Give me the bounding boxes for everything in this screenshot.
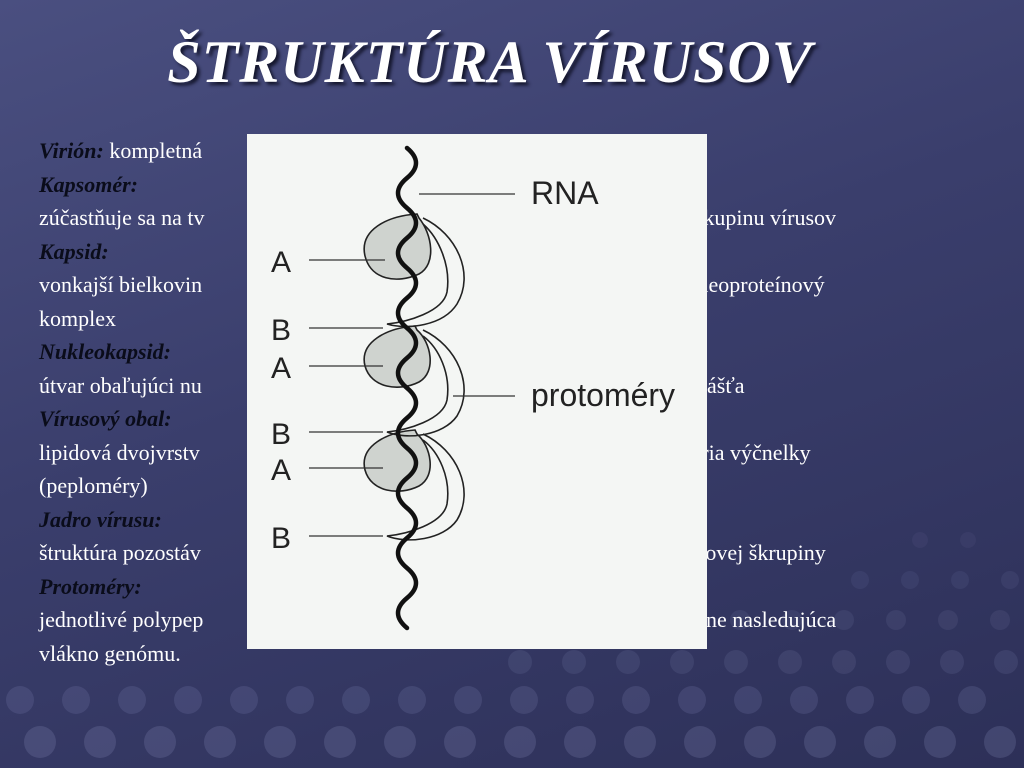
background-dot xyxy=(790,686,818,714)
definition-virion-text: kompletná xyxy=(109,138,203,163)
definition-virusovy-obal-line-2: (peploméry) xyxy=(39,473,148,498)
definition-protomery-line-2: vlákno genómu. xyxy=(39,640,181,666)
background-dot xyxy=(174,686,202,714)
background-dot xyxy=(684,726,716,758)
background-dot xyxy=(938,610,958,630)
background-dot xyxy=(564,726,596,758)
background-dot xyxy=(84,726,116,758)
background-dot xyxy=(924,726,956,758)
label-protomery: protoméry xyxy=(531,377,675,413)
background-dot xyxy=(342,686,370,714)
background-dot xyxy=(902,686,930,714)
definition-virusovy-obal-text-left: lipidová dvojvrstv xyxy=(39,439,200,465)
background-dot xyxy=(508,650,532,674)
background-dot xyxy=(444,726,476,758)
definition-jadro-virusu-text-left: štruktúra pozostáv xyxy=(39,540,201,565)
protomer-outline-b-3 xyxy=(386,433,465,541)
background-dot xyxy=(834,610,854,630)
definition-nukleokapsid-text-left: útvar obaľujúci nu xyxy=(39,372,202,398)
definition-protomery-text-left: jednotlivé polypep xyxy=(39,607,204,632)
background-dot xyxy=(678,686,706,714)
background-dot xyxy=(990,610,1010,630)
background-dot xyxy=(624,726,656,758)
background-dot xyxy=(324,726,356,758)
protomer-outline-b-1 xyxy=(386,217,465,328)
rna-helix-strand xyxy=(395,145,419,631)
protomer-lobe-a-3 xyxy=(363,429,431,492)
virus-structure-figure: RNA protoméry A B A B A B xyxy=(247,134,707,649)
term-kapsid: Kapsid: xyxy=(39,238,109,264)
background-dot xyxy=(951,571,969,589)
slide-title: ŠTRUKTÚRA VÍRUSOV xyxy=(167,29,813,95)
label-a-1: A xyxy=(271,246,291,279)
background-dot xyxy=(984,726,1016,758)
background-dot xyxy=(6,686,34,714)
term-kapsomer: Kapsomér: xyxy=(39,171,138,197)
background-dot xyxy=(566,686,594,714)
background-dot xyxy=(846,686,874,714)
background-dot xyxy=(832,650,856,674)
background-dot xyxy=(864,726,896,758)
background-dot xyxy=(994,650,1018,674)
background-dot xyxy=(24,726,56,758)
background-dot xyxy=(504,726,536,758)
background-dot xyxy=(562,650,586,674)
background-dot xyxy=(744,726,776,758)
term-virusovy-obal: Vírusový obal: xyxy=(39,406,172,431)
background-dot xyxy=(622,686,650,714)
term-nukleokapsid: Nukleokapsid: xyxy=(39,339,171,364)
background-dot xyxy=(204,726,236,758)
background-dot xyxy=(616,650,640,674)
background-dot xyxy=(778,650,802,674)
term-jadro-virusu: Jadro vírusu: xyxy=(39,506,162,532)
label-a-3: A xyxy=(271,454,291,487)
term-virion: Virión: xyxy=(39,138,104,163)
background-dot xyxy=(118,686,146,714)
background-dot xyxy=(940,650,964,674)
background-dot xyxy=(510,686,538,714)
background-dot xyxy=(62,686,90,714)
definition-kapsid-text-left: vonkajší bielkovin xyxy=(39,272,203,297)
label-b-3: B xyxy=(271,522,291,555)
background-dot xyxy=(886,650,910,674)
virus-structure-diagram: RNA protoméry A B A B A B xyxy=(271,145,675,631)
background-dot xyxy=(398,686,426,714)
background-dot xyxy=(454,686,482,714)
protomer-outline-b-2 xyxy=(386,329,465,437)
background-dot xyxy=(230,686,258,714)
term-protomery: Protoméry: xyxy=(39,573,142,599)
background-dot xyxy=(901,571,919,589)
background-dot xyxy=(724,650,748,674)
label-b-2: B xyxy=(271,418,291,451)
label-a-2: A xyxy=(271,352,291,385)
background-dot xyxy=(734,686,762,714)
background-dot xyxy=(384,726,416,758)
background-dot xyxy=(286,686,314,714)
background-dot xyxy=(1001,571,1019,589)
background-dot xyxy=(804,726,836,758)
background-dot xyxy=(912,532,928,548)
background-dot xyxy=(670,650,694,674)
label-rna: RNA xyxy=(531,175,599,211)
label-b-1: B xyxy=(271,314,291,347)
background-dot xyxy=(886,610,906,630)
background-dot xyxy=(851,571,869,589)
definition-kapsomer-text-left: zúčastňuje sa na tv xyxy=(39,205,205,230)
background-dot xyxy=(730,610,750,630)
background-dot xyxy=(782,610,802,630)
definition-kapsid-line-2: komplex xyxy=(39,305,116,331)
background-dot xyxy=(144,726,176,758)
background-dot xyxy=(264,726,296,758)
background-dot xyxy=(958,686,986,714)
definition-virion: Virión: kompletná xyxy=(39,134,979,168)
background-dot xyxy=(960,532,976,548)
